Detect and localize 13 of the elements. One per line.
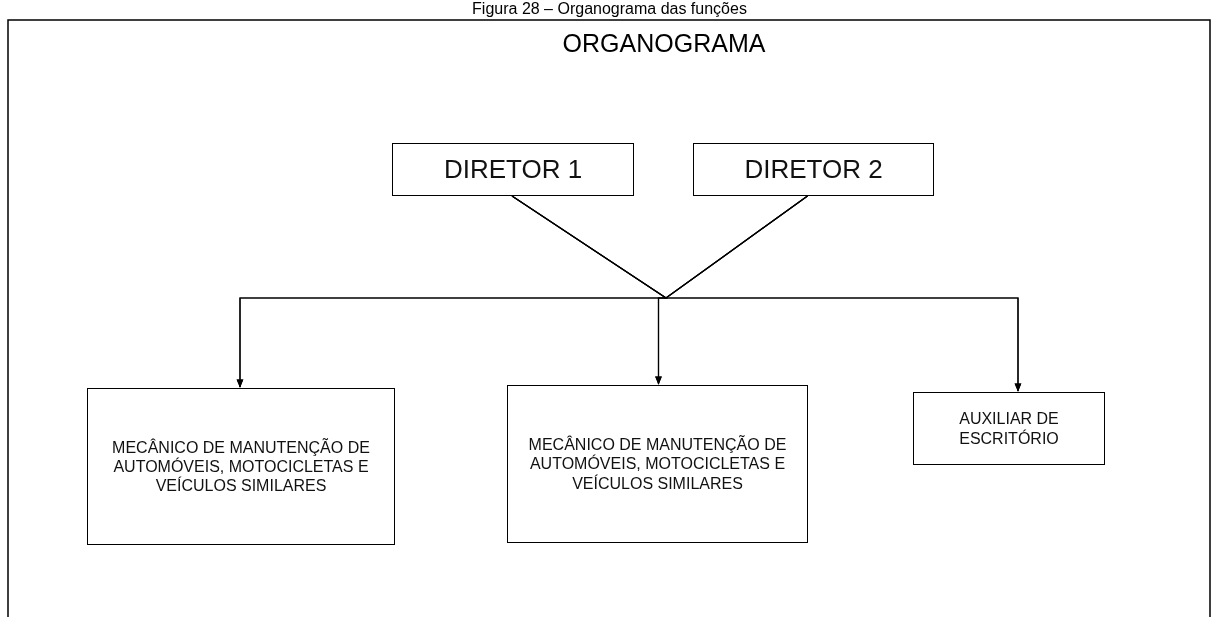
- box-label: AUXILIAR DE ESCRITÓRIO: [958, 409, 1060, 448]
- box-label: MECÂNICO DE MANUTENÇÃO DE AUTOMÓVEIS, MOTOCICLETAS E VEÍCULOS SIMILARES: [111, 437, 371, 496]
- director-box: [693, 143, 934, 196]
- director-box: [392, 143, 634, 196]
- connector-arrow: [664, 195, 1022, 392]
- box-label: DIRETOR 1: [443, 153, 583, 186]
- box-label: DIRETOR 2: [744, 153, 883, 186]
- role-box: [507, 385, 808, 543]
- role-box: [87, 388, 395, 545]
- diagram-title: ORGANOGRAMA: [561, 28, 767, 58]
- figure-caption: Figura 28 – Organograma das funções: [471, 0, 748, 18]
- box-label: MECÂNICO DE MANUTENÇÃO DE AUTOMÓVEIS, MOTOCICLETAS E VEÍCULOS SIMILARES: [527, 435, 788, 493]
- role-box: [913, 392, 1105, 465]
